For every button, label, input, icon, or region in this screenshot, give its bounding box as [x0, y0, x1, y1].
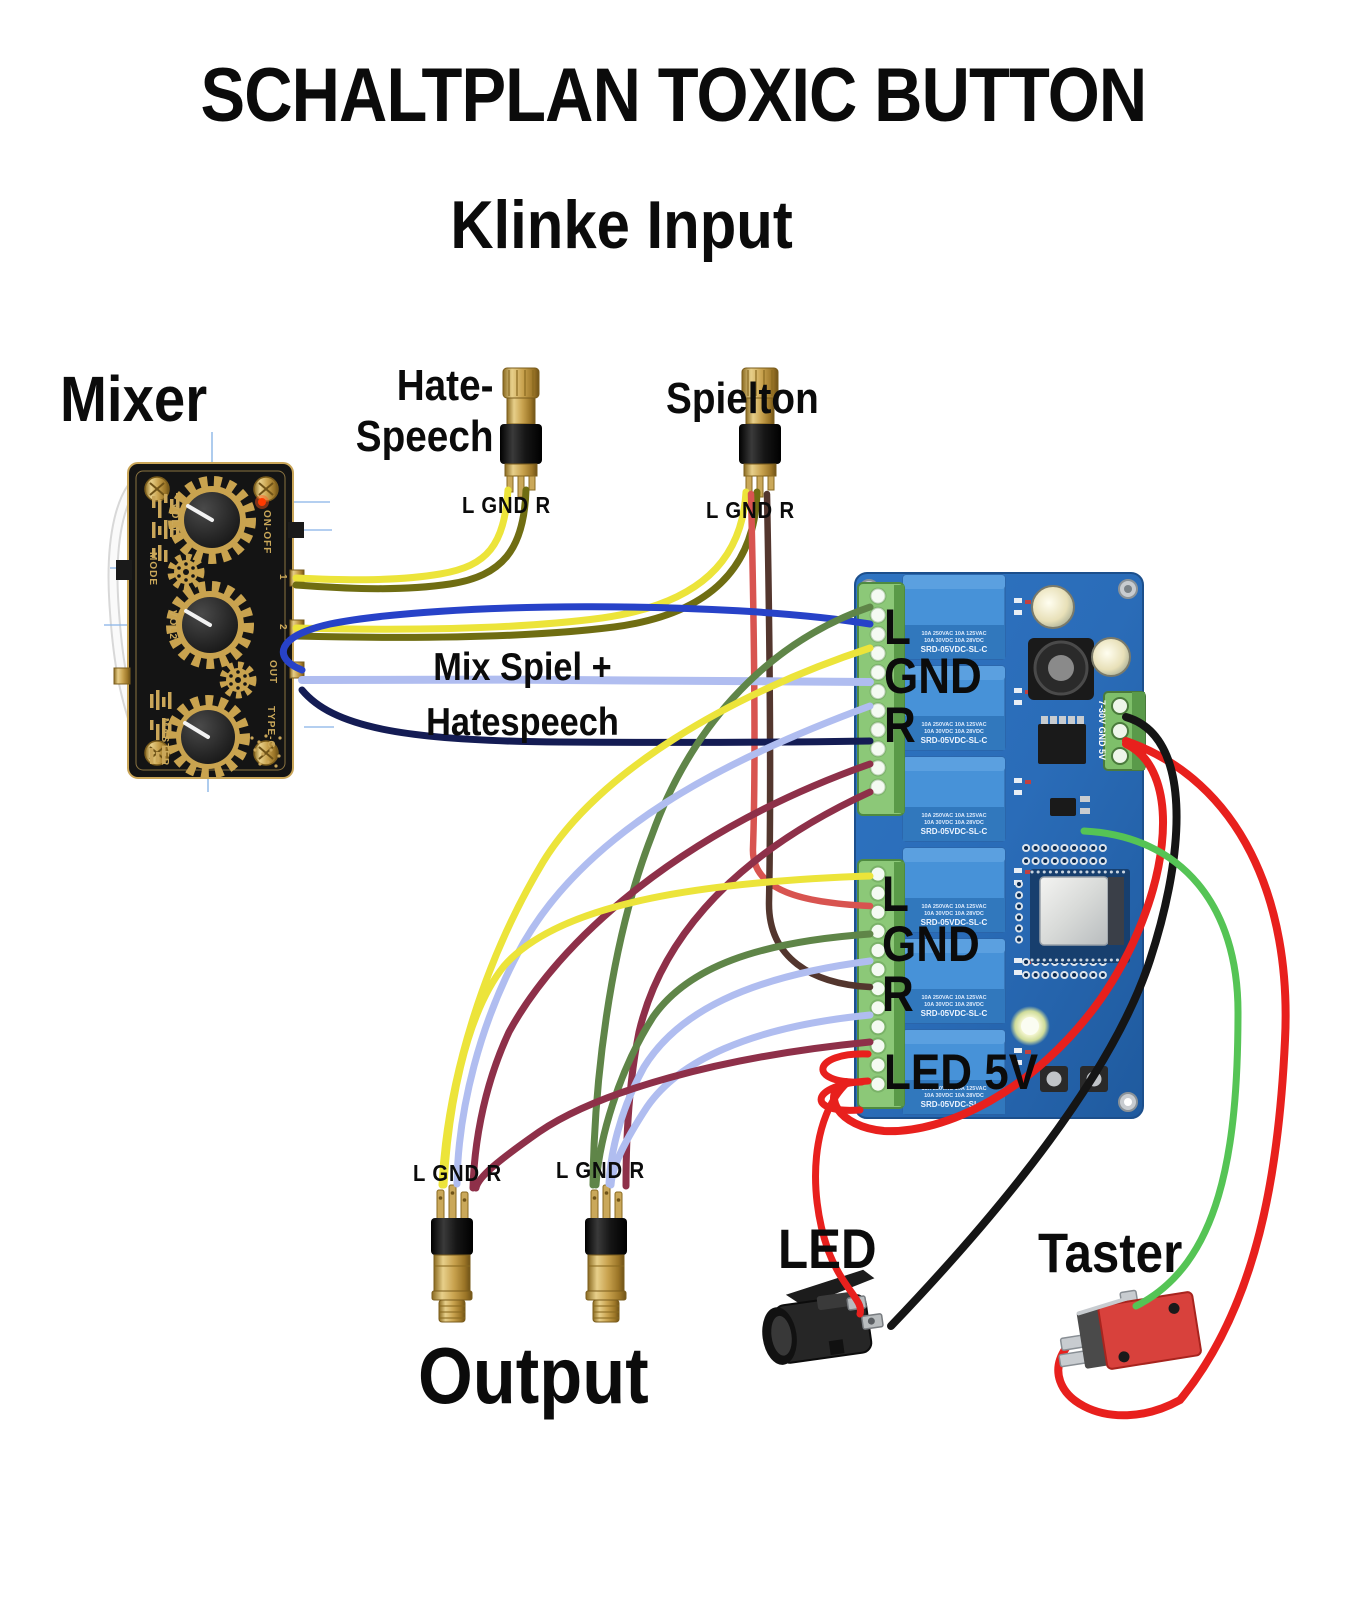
output-jack-left	[430, 1184, 474, 1323]
wire-out-r	[298, 686, 874, 746]
terminal-block-top	[857, 582, 905, 816]
power-terminal-label: 7-30V GND 5V	[1097, 700, 1107, 760]
tact-button-1	[1040, 1066, 1068, 1092]
board-led	[1021, 1017, 1039, 1035]
wire-power-5v-to-taster	[1054, 737, 1290, 1420]
mixer-label-onoff: ON-OFF	[261, 510, 272, 554]
wiring	[280, 486, 1242, 1330]
board-led5v-label: LED 5V	[884, 1044, 1039, 1100]
wire-power-gnd-to-led	[887, 713, 1181, 1330]
board-bottom-gnd-label: GND	[882, 916, 980, 972]
relay-3	[902, 756, 1006, 842]
board-top-l-label: L	[884, 599, 911, 655]
output-left-pinout-label: L GND R	[413, 1160, 503, 1186]
wire-green-to-taster	[1080, 827, 1242, 1310]
relay-board: 7-30V GND 5V	[854, 572, 1146, 1119]
wire-periwinkle-3	[607, 1011, 874, 1189]
mixer-label-vol2: VOL2	[167, 610, 178, 640]
mixer-label-typec: TYPE-C	[265, 706, 276, 749]
mixer-label-mode: MODE	[147, 552, 158, 586]
capacitor-2	[1091, 637, 1131, 677]
page-subtitle: Klinke Input	[450, 187, 794, 263]
hate-pinout-label: L GND R	[462, 492, 552, 518]
wire-out-l	[280, 603, 874, 674]
board-bottom-r-label: R	[882, 966, 914, 1022]
taster-label: Taster	[1038, 1221, 1183, 1284]
wire-spiel-l	[292, 488, 750, 633]
mixer-label-port1: 1	[277, 574, 288, 581]
gear-decoration-1	[167, 553, 205, 591]
wire-maroon-1	[469, 760, 874, 1192]
output-label: Output	[418, 1331, 649, 1420]
wire-periwinkle-2	[605, 957, 874, 1188]
mixer-label-out: OUT	[267, 660, 278, 684]
led-holder	[762, 1269, 884, 1365]
led-label: LED	[778, 1217, 877, 1280]
power-terminal: 7-30V GND 5V	[1097, 691, 1146, 771]
wire-red-to-led	[812, 1079, 864, 1318]
dot-pattern	[250, 734, 282, 768]
page-title: SCHALTPLAN TOXIC BUTTON	[200, 53, 1148, 138]
wire-green-1	[589, 603, 874, 1189]
wire-yellow-2	[440, 872, 874, 1189]
board-top-r-label: R	[884, 697, 916, 753]
output-right-pinout-label: L GND R	[556, 1157, 646, 1183]
output-jack-right	[584, 1184, 628, 1323]
wire-periwinkle-1	[453, 702, 874, 1188]
mixer-label: Mixer	[60, 363, 208, 435]
mixer-label-port2: 2	[277, 624, 288, 631]
terminal-block-bottom	[857, 859, 905, 1109]
wire-hate-l	[292, 486, 512, 584]
sot-ic	[1050, 798, 1076, 816]
spielton-pinout-label: L GND R	[706, 497, 796, 523]
mixer-label-master: MASTER	[159, 718, 170, 766]
board-bottom-l-label: L	[882, 866, 909, 922]
mixer-knob-master	[166, 695, 250, 779]
on-off-switch	[288, 522, 304, 538]
wire-spiel-gnd	[292, 488, 761, 641]
wire-hate-r	[292, 486, 530, 593]
hate-speech-label: Hate-Speech	[356, 361, 494, 462]
taster-microswitch	[1058, 1289, 1202, 1370]
voltage-regulator	[1038, 716, 1086, 764]
mix-signal-label: Mix Spiel +Hatespeech	[425, 646, 619, 745]
wire-maroon-3	[472, 1038, 874, 1192]
power-led	[258, 498, 266, 506]
capacitor-1	[1031, 585, 1075, 629]
mode-switch	[116, 560, 132, 580]
gear-decoration-2	[219, 661, 257, 699]
eq-bars-bottom	[150, 690, 172, 764]
wire-power-5v-to-terminal	[830, 740, 1167, 1136]
pin-headers	[1015, 844, 1116, 979]
relay-1	[902, 574, 1006, 660]
headphone-port	[113, 667, 131, 685]
wire-out-gnd	[298, 675, 874, 686]
mixer-board: VOL1 VOL2 MASTER MODE ON-OFF 1 2 OUT TYP…	[104, 432, 338, 792]
board-top-gnd-label: GND	[884, 648, 982, 704]
mixer-knob-vol2	[166, 581, 254, 669]
mixer-knob-vol1	[168, 476, 256, 564]
spielton-label: Spielton	[666, 374, 819, 423]
wire-spiel-down-red	[747, 490, 874, 910]
mixer-label-vol1: VOL1	[169, 503, 180, 533]
esp32-module	[1030, 869, 1130, 963]
wire-green-2	[592, 930, 874, 1189]
hate-speech-jack	[499, 367, 543, 498]
